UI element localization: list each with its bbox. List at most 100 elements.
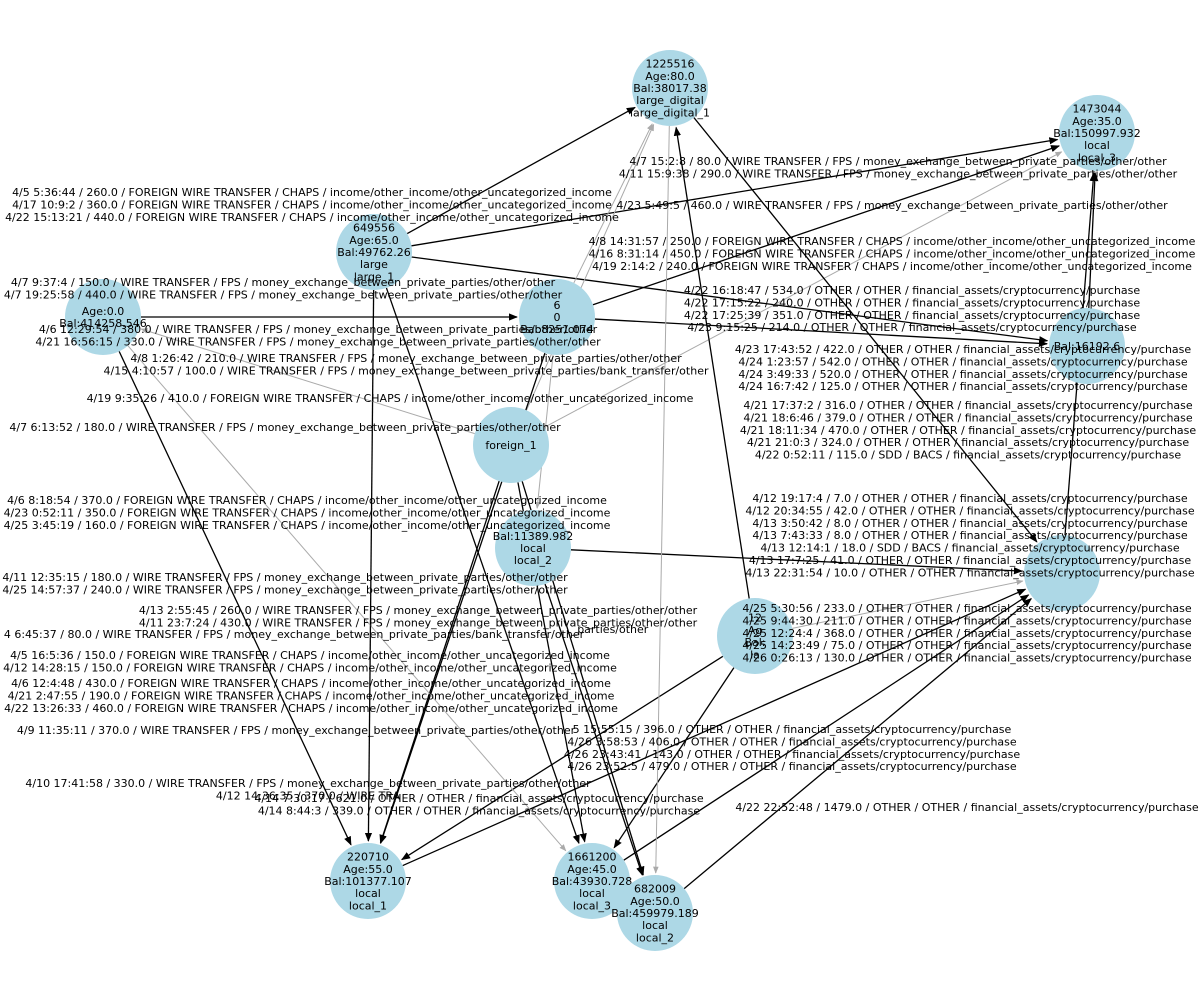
edge-label-line: 4/13 3:50:42 / 8.0 / OTHER / OTHER / fin… [752,517,1188,530]
edge-label-line: 4/8 14:31:57 / 250.0 / FOREIGN WIRE TRAN… [589,235,1196,248]
edge-n_bottom_mid-to-1225516 [673,126,750,599]
edge-label-line: 4/25 14:57:37 / 240.0 / WIRE TRANSFER / … [2,583,568,596]
edge-label-line: 4/25 3:45:19 / 160.0 / FOREIGN WIRE TRAN… [4,519,611,532]
edge-label-e13: 4/6 8:18:54 / 370.0 / FOREIGN WIRE TRANS… [4,494,611,532]
edge-label-e15: 4/11 12:35:15 / 180.0 / WIRE TRANSFER / … [2,571,568,596]
node-label-line: 220710 [347,851,389,864]
edge-label-line: 4/6 8:18:54 / 370.0 / FOREIGN WIRE TRANS… [7,494,607,507]
node-label-line: local [1084,139,1110,152]
edge-label-line: 4/16 8:31:14 / 450.0 / FOREIGN WIRE TRAN… [589,247,1196,260]
edge-label-line: 4/25 12:24:4 / 368.0 / OTHER / OTHER / f… [742,627,1192,640]
edge-label-line: 4/14 8:44:3 / 339.0 / OTHER / OTHER / fi… [258,804,701,817]
edge-label-line: 4/21 17:37:2 / 316.0 / OTHER / OTHER / f… [743,399,1193,412]
edge-label-line: 4/11 12:35:15 / 180.0 / WIRE TRANSFER / … [2,571,568,584]
node-label-line: large_digital_1 [630,106,710,119]
node-label-line: Bal:16192.6 [1054,340,1121,353]
edge-n_foreign-to-1225516 [526,123,655,411]
edge-label-line: 4/5 16:5:36 / 150.0 / FOREIGN WIRE TRANS… [10,649,610,662]
node-label-line: Bal: [744,636,765,649]
edge-n_bottom_mid-to-n_right_low [792,579,1024,629]
edge-220710-to-n_right_low [402,588,1027,867]
node-label-line: local_1 [349,899,387,912]
edge-label-e3: 4/23 5:49:5 / 460.0 / WIRE TRANSFER / FP… [616,199,1168,212]
node-n_right_mid[interactable]: Bal:16192.6 [1049,308,1125,384]
edge-label-line: 4/21 21:0:3 / 324.0 / OTHER / OTHER / fi… [747,436,1190,449]
node-label-line: Bal:101377.107 [324,875,412,888]
edge-label-line: 4/22 0:52:11 / 115.0 / SDD / BACS / fina… [755,449,1182,462]
edge-label-e26: _parties/other [571,623,649,636]
edge-label-line: 4/22 22:52:48 / 1479.0 / OTHER / OTHER /… [735,801,1199,814]
edge-label-line: 4/26 3:58:53 / 406.0 / OTHER / OTHER / f… [567,735,1017,748]
edge-label-e23: 4/10 17:41:58 / 330.0 / WIRE TRANSFER / … [25,777,591,802]
node-label-line: local [355,887,381,900]
node-circle [717,598,793,674]
edge-label-line: 5 15:55:15 / 396.0 / OTHER / OTHER / fin… [573,723,1012,736]
edge-label-e25: 4/22 22:52:48 / 1479.0 / OTHER / OTHER /… [735,801,1199,814]
node-label-line: local_2 [636,931,674,944]
edge-label-line: 4/7 19:25:58 / 440.0 / WIRE TRANSFER / F… [4,288,563,301]
edge-labels-layer: 4/7 15:2:8 / 80.0 / WIRE TRANSFER / FPS … [2,155,1199,817]
edge-n_mid-to-1225516 [573,123,653,284]
node-label-line: Age:35.0 [1072,115,1121,128]
edge-label-e16: 4/13 2:55:45 / 260.0 / WIRE TRANSFER / F… [139,604,698,629]
edge-649556-to-1473044 [411,137,1059,247]
edge-label-e1: 4/7 15:2:8 / 80.0 / WIRE TRANSFER / FPS … [619,155,1178,180]
node-label-line: Bal:49762.26 [337,246,411,259]
edge-label-line: 4/13 22:31:54 / 10.0 / OTHER / OTHER / f… [745,566,1195,579]
edge-1661200-to-n_right_low [623,594,1030,861]
edge-label-line: 4/21 16:56:15 / 330.0 / WIRE TRANSFER / … [35,335,601,348]
node-circle [495,510,571,586]
node-label-line: local_3 [1078,151,1116,164]
node-label-line: large_1 [354,270,394,283]
edge-label-line: 4/19 2:14:2 / 240.0 / FOREIGN WIRE TRANS… [592,260,1192,273]
edge-label-line: 4/22 13:26:33 / 460.0 / FOREIGN WIRE TRA… [4,702,618,715]
node-circle [554,843,630,919]
edge-label-e10: 4/19 9:35:26 / 410.0 / FOREIGN WIRE TRAN… [87,392,694,405]
edge-label-e17: 4 6:45:37 / 80.0 / WIRE TRANSFER / FPS /… [4,628,585,641]
node-n_foreign[interactable]: foreign_1 [473,407,549,483]
edge-n_bottom_mid-to-1661200 [613,667,735,849]
node-circle [1024,535,1100,611]
edge-label-line: 4/24 1:23:57 / 542.0 / OTHER / OTHER / f… [738,355,1188,368]
node-circle [1059,95,1135,171]
edge-label-e19: 4/5 16:5:36 / 150.0 / FOREIGN WIRE TRANS… [3,649,617,674]
edge-label-line: 4/22 16:18:47 / 534.0 / OTHER / OTHER / … [684,284,1141,297]
node-label-line: local [579,887,605,900]
edge-n_left-to-220710 [118,351,352,846]
edge-label-line: 4/21 2:47:55 / 190.0 / FOREIGN WIRE TRAN… [8,689,615,702]
node-1225516[interactable]: 1225516Age:80.0Bal:38017.38large_digital… [630,50,710,126]
node-label-line: foreign_1 [485,439,536,452]
edge-label-line: 4/26 0:26:13 / 130.0 / OTHER / OTHER / f… [742,652,1192,665]
node-1473044[interactable]: 1473044Age:35.0Bal:150997.932locallocal_… [1053,95,1141,171]
edge-label-line: 4/23 0:52:11 / 350.0 / FOREIGN WIRE TRAN… [4,506,611,519]
node-label-line: Age:55.0 [343,863,392,876]
edge-label-line: 4/10 17:41:58 / 330.0 / WIRE TRANSFER / … [25,777,591,790]
node-label-line: Bal:414258.546 [59,317,147,330]
edge-label-line: 4/17 10:9:2 / 360.0 / FOREIGN WIRE TRANS… [12,198,612,211]
node-circle [65,279,141,355]
edge-label-line: 4/7 9:37:4 / 150.0 / WIRE TRANSFER / FPS… [11,276,556,289]
node-label-line: 1225516 [646,58,695,71]
node-n_right_low[interactable] [1024,535,1100,611]
edge-label-line: 4/22 17:25:39 / 351.0 / OTHER / OTHER / … [684,309,1141,322]
edge-label-line: 4/23 5:49:5 / 460.0 / WIRE TRANSFER / FP… [616,199,1168,212]
edge-label-line: 4/11 15:9:38 / 290.0 / WIRE TRANSFER / F… [619,167,1178,180]
edge-label-line: 4/12 14:28:15 / 150.0 / FOREIGN WIRE TRA… [3,661,617,674]
node-label-line: 1661200 [568,851,617,864]
edge-682009-to-n_right_low [683,598,1033,890]
edge-n_mid-to-1473044 [592,145,1060,306]
edge-label-line: 4/24 3:49:33 / 520.0 / OTHER / OTHER / f… [738,368,1188,381]
edge-label-line: 4/25 5:30:56 / 233.0 / OTHER / OTHER / f… [742,602,1192,615]
node-label-line: la [750,648,760,661]
node-label-line: Bal:11389.982 [493,530,574,543]
node-label-line: 12 [748,612,762,625]
